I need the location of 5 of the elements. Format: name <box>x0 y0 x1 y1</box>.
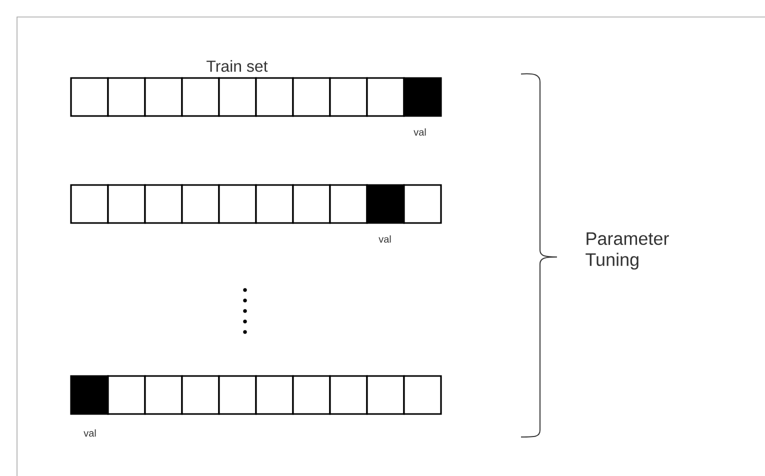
val-label: val <box>414 128 426 136</box>
title-label: Train set <box>206 60 268 72</box>
val-label: val <box>378 235 391 243</box>
val-label: val <box>84 429 96 437</box>
side-label: Parameter Tuning <box>586 232 669 270</box>
